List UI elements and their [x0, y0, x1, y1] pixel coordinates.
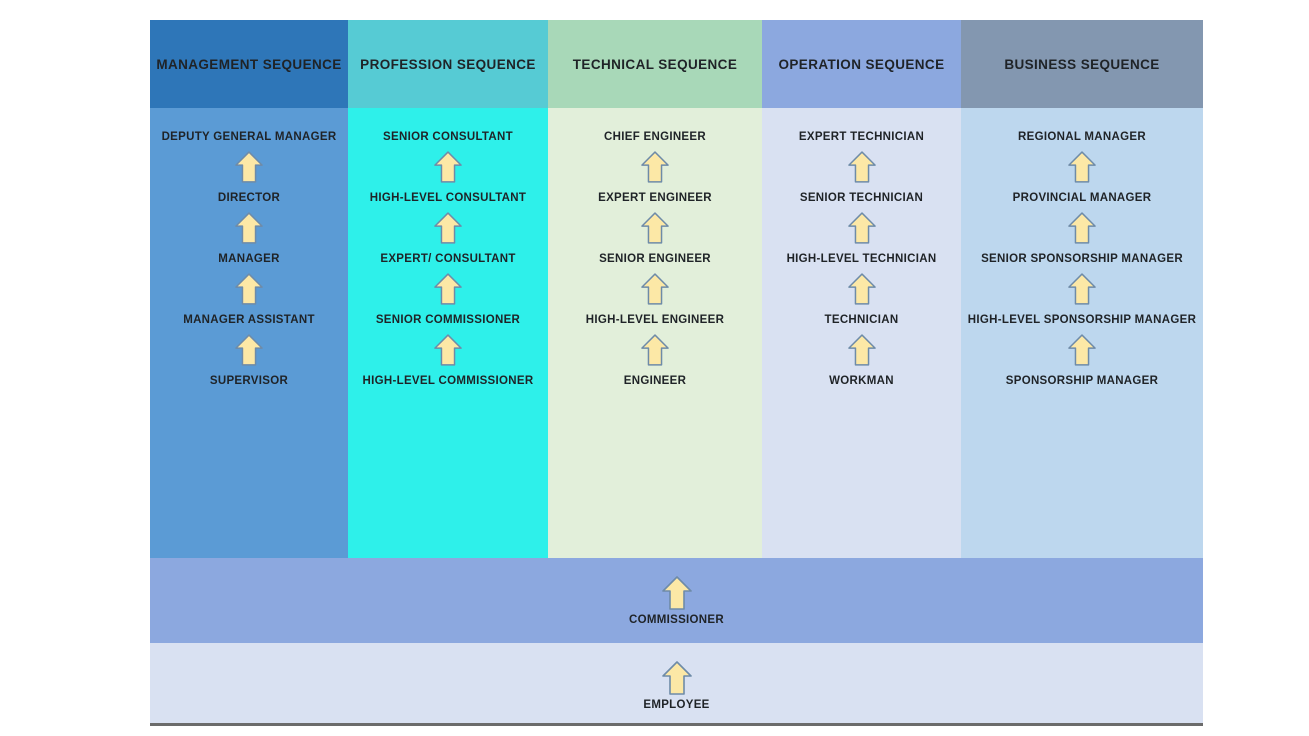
ladder-level-label: DEPUTY GENERAL MANAGER — [161, 131, 337, 143]
bottom-divider — [150, 723, 1203, 726]
career-ladder-diagram: MANAGEMENT SEQUENCE DEPUTY GENERAL MANAGE… — [150, 20, 1203, 726]
ladder-level[interactable]: SUPERVISOR — [150, 327, 348, 388]
ladder-level[interactable]: MANAGER — [150, 205, 348, 266]
ladder-level-label: HIGH-LEVEL CONSULTANT — [369, 192, 527, 204]
ladder-level-label: SPONSORSHIP MANAGER — [1005, 375, 1159, 387]
sequence-header[interactable]: PROFESSION SEQUENCE — [348, 20, 548, 108]
arrow-up-icon — [434, 151, 462, 183]
ladder-level[interactable]: REGIONAL MANAGER — [961, 130, 1203, 144]
ladder-level[interactable]: HIGH-LEVEL TECHNICIAN — [762, 205, 961, 266]
ladder-level[interactable]: EXPERT/ CONSULTANT — [348, 205, 548, 266]
ladder-level[interactable]: TECHNICIAN — [762, 266, 961, 327]
ladder-level[interactable]: DIRECTOR — [150, 144, 348, 205]
arrow-up-icon — [235, 212, 263, 244]
ladder-level-label: HIGH-LEVEL ENGINEER — [585, 314, 725, 326]
ladder-level-label: REGIONAL MANAGER — [1018, 131, 1146, 143]
ladder-level[interactable]: SENIOR SPONSORSHIP MANAGER — [961, 205, 1203, 266]
ladder-level-label: SENIOR CONSULTANT — [383, 131, 513, 143]
sequence-column: BUSINESS SEQUENCE REGIONAL MANAGER PROVINC… — [961, 20, 1203, 558]
ladder-level[interactable]: SENIOR ENGINEER — [548, 205, 762, 266]
ladder-level[interactable]: ENGINEER — [548, 327, 762, 388]
arrow-up-icon — [661, 661, 692, 695]
sequence-body: DEPUTY GENERAL MANAGER DIRECTOR MANAGER MAN… — [150, 108, 348, 558]
sequence-header-label: BUSINESS SEQUENCE — [1004, 56, 1160, 72]
ladder-level[interactable]: SPONSORSHIP MANAGER — [961, 327, 1203, 388]
arrow-up-icon — [847, 151, 876, 183]
ladder-level-label: MANAGER — [218, 253, 280, 265]
ladder-level[interactable]: EXPERT TECHNICIAN — [762, 130, 961, 144]
ladder-level-label: DIRECTOR — [217, 192, 281, 204]
arrow-up-icon — [235, 151, 263, 183]
ladder-level-label: HIGH-LEVEL COMMISSIONER — [362, 375, 534, 387]
ladder-level[interactable]: CHIEF ENGINEER — [548, 130, 762, 144]
arrow-up-icon — [641, 212, 669, 244]
sequence-body: REGIONAL MANAGER PROVINCIAL MANAGER SENIOR… — [961, 108, 1203, 558]
sequence-header-label: PROFESSION SEQUENCE — [360, 56, 536, 72]
ladder-level-label: ENGINEER — [623, 375, 687, 387]
ladder-level-label: PROVINCIAL MANAGER — [1012, 192, 1152, 204]
ladder-level-label: CHIEF ENGINEER — [604, 131, 706, 143]
arrow-up-icon — [847, 212, 876, 244]
ladder-level-label: SENIOR SPONSORSHIP MANAGER — [981, 253, 1183, 265]
sequence-body: SENIOR CONSULTANT HIGH-LEVEL CONSULTANT EX… — [348, 108, 548, 558]
ladder-level[interactable]: PROVINCIAL MANAGER — [961, 144, 1203, 205]
ladder-level-label: SUPERVISOR — [209, 375, 289, 387]
ladder-level-label: WORKMAN — [829, 375, 894, 387]
sequence-column: OPERATION SEQUENCE EXPERT TECHNICIAN SENIO… — [762, 20, 961, 558]
ladder-level-label: TECHNICIAN — [824, 314, 899, 326]
ladder-level-label: HIGH-LEVEL SPONSORSHIP MANAGER — [967, 314, 1197, 326]
sequence-column: MANAGEMENT SEQUENCE DEPUTY GENERAL MANAGE… — [150, 20, 348, 558]
arrow-up-icon — [434, 273, 462, 305]
ladder-level-label: HIGH-LEVEL TECHNICIAN — [786, 253, 937, 265]
ladder-level[interactable]: HIGH-LEVEL ENGINEER — [548, 266, 762, 327]
ladder-level[interactable]: HIGH-LEVEL CONSULTANT — [348, 144, 548, 205]
band-employee: EMPLOYEE — [150, 643, 1203, 723]
sequence-header-label: OPERATION SEQUENCE — [778, 56, 945, 72]
ladder-level[interactable]: HIGH-LEVEL COMMISSIONER — [348, 327, 548, 388]
arrow-up-icon — [847, 334, 876, 366]
arrow-up-icon — [235, 334, 263, 366]
sequence-column: TECHNICAL SEQUENCE CHIEF ENGINEER EXPERT E… — [548, 20, 762, 558]
ladder-level-label: EXPERT ENGINEER — [598, 192, 712, 204]
sequence-column: PROFESSION SEQUENCE SENIOR CONSULTANT HIGH… — [348, 20, 548, 558]
sequence-header[interactable]: MANAGEMENT SEQUENCE — [150, 20, 348, 108]
arrow-up-icon — [847, 273, 876, 305]
arrow-up-icon — [641, 273, 669, 305]
ladder-level[interactable]: WORKMAN — [762, 327, 961, 388]
sequence-header-label: MANAGEMENT SEQUENCE — [156, 56, 342, 72]
band-label-commissioner: COMMISSIONER — [629, 614, 724, 626]
arrow-up-icon — [434, 334, 462, 366]
arrow-up-icon — [661, 576, 692, 610]
sequence-header[interactable]: OPERATION SEQUENCE — [762, 20, 961, 108]
sequence-body: CHIEF ENGINEER EXPERT ENGINEER SENIOR ENGI… — [548, 108, 762, 558]
ladder-level-label: SENIOR TECHNICIAN — [799, 192, 924, 204]
band-commissioner: COMMISSIONER — [150, 558, 1203, 643]
ladder-level[interactable]: SENIOR COMMISSIONER — [348, 266, 548, 327]
sequence-header[interactable]: TECHNICAL SEQUENCE — [548, 20, 762, 108]
arrow-up-icon — [1068, 212, 1096, 244]
ladder-level-label: EXPERT/ CONSULTANT — [380, 253, 516, 265]
ladder-level[interactable]: MANAGER ASSISTANT — [150, 266, 348, 327]
ladder-level[interactable]: SENIOR CONSULTANT — [348, 130, 548, 144]
arrow-up-icon — [1068, 151, 1096, 183]
ladder-level-label: MANAGER ASSISTANT — [183, 314, 315, 326]
ladder-level[interactable]: EXPERT ENGINEER — [548, 144, 762, 205]
sequence-columns: MANAGEMENT SEQUENCE DEPUTY GENERAL MANAGE… — [150, 20, 1203, 558]
sequence-header[interactable]: BUSINESS SEQUENCE — [961, 20, 1203, 108]
arrow-up-icon — [641, 151, 669, 183]
arrow-up-icon — [641, 334, 669, 366]
sequence-header-label: TECHNICAL SEQUENCE — [572, 56, 738, 72]
arrow-up-icon — [235, 273, 263, 305]
arrow-up-icon — [1068, 334, 1096, 366]
arrow-up-icon — [1068, 273, 1096, 305]
ladder-level-label: SENIOR ENGINEER — [599, 253, 711, 265]
band-label-employee: EMPLOYEE — [643, 699, 710, 711]
ladder-level[interactable]: DEPUTY GENERAL MANAGER — [150, 130, 348, 144]
ladder-level-label: SENIOR COMMISSIONER — [375, 314, 521, 326]
ladder-level-label: EXPERT TECHNICIAN — [798, 131, 925, 143]
arrow-up-icon — [434, 212, 462, 244]
ladder-level[interactable]: HIGH-LEVEL SPONSORSHIP MANAGER — [961, 266, 1203, 327]
ladder-level[interactable]: SENIOR TECHNICIAN — [762, 144, 961, 205]
sequence-body: EXPERT TECHNICIAN SENIOR TECHNICIAN HIGH-L… — [762, 108, 961, 558]
